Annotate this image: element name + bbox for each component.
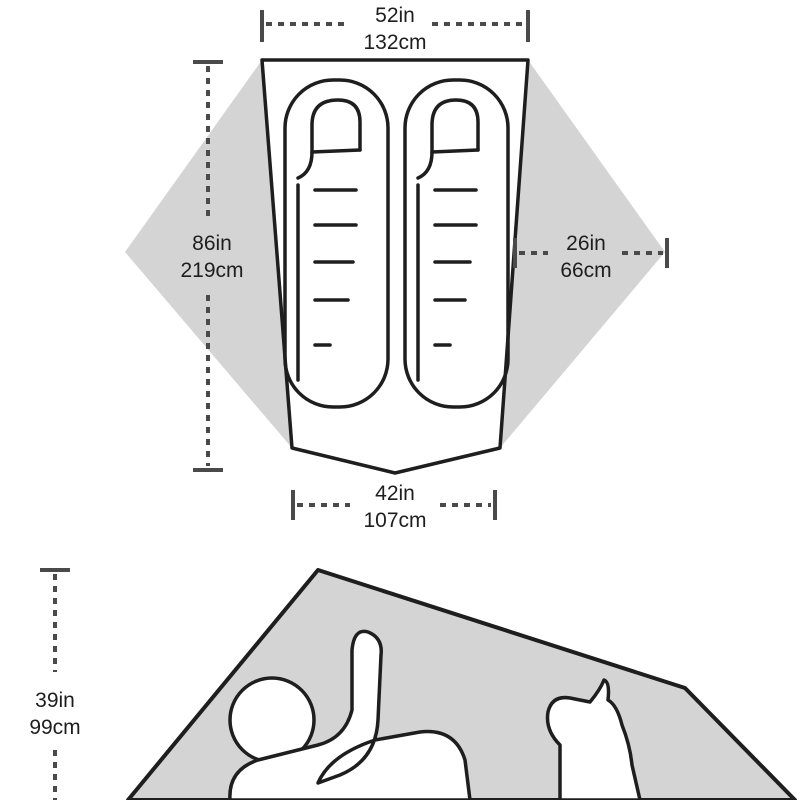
sleeping-bag-right — [403, 78, 510, 409]
dimension-length: 86in 219cm — [180, 60, 244, 472]
dimension-height: 39in 99cm — [29, 568, 81, 800]
dimension-vestibule: 26in 66cm — [513, 232, 669, 282]
height-in: 39in — [35, 689, 75, 712]
dimension-bottom-width: 42in 107cm — [291, 482, 497, 532]
dog-figure — [545, 678, 642, 800]
bottom-width-in: 42in — [375, 482, 415, 505]
tent-floor — [260, 58, 530, 475]
sleeping-bag-left — [283, 78, 390, 409]
side-profile — [126, 568, 797, 800]
floor-plan — [125, 58, 665, 475]
vestibule-in: 26in — [566, 232, 606, 255]
vestibule-left — [125, 60, 292, 448]
bottom-width-cm: 107cm — [363, 509, 426, 532]
top-width-in: 52in — [375, 4, 415, 27]
length-in: 86in — [192, 232, 232, 255]
top-width-cm: 132cm — [363, 31, 426, 54]
length-cm: 219cm — [180, 259, 243, 282]
person-figure — [228, 629, 472, 800]
height-cm: 99cm — [29, 716, 80, 739]
vestibule-cm: 66cm — [560, 259, 611, 282]
dimension-top-width: 52in 132cm — [260, 4, 530, 54]
vestibule-right — [500, 60, 665, 448]
